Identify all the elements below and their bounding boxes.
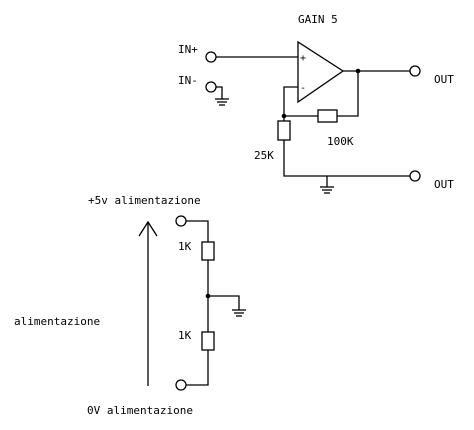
supply-bottom-wire xyxy=(186,350,209,386)
feedback-resistor-label: 100K xyxy=(327,135,354,148)
ground-out-label: OUT xyxy=(434,178,454,191)
supply-top-wire xyxy=(186,220,209,242)
ground-out-terminal[interactable] xyxy=(409,170,421,182)
in-minus-label: IN- xyxy=(178,74,198,87)
divider-ground-wire xyxy=(208,295,240,310)
ground-resistor-label: 25K xyxy=(254,149,274,162)
feedback-resistor xyxy=(317,109,338,123)
ground-icon-in-minus xyxy=(215,98,229,106)
inverting-input-wire xyxy=(283,86,298,116)
ground-resistor xyxy=(277,120,291,141)
supply-top-terminal[interactable] xyxy=(175,215,187,227)
amp-title: GAIN 5 xyxy=(298,13,338,26)
ground-icon-return xyxy=(320,186,334,194)
noninverting-sign: + xyxy=(300,53,306,64)
voltage-arrow-icon xyxy=(138,220,158,386)
divider-bottom-resistor-label: 1K xyxy=(178,329,192,342)
in-plus-terminal[interactable] xyxy=(205,51,217,63)
opamp-triangle xyxy=(297,40,345,104)
out-terminal[interactable] xyxy=(409,65,421,77)
divider-bottom-resistor xyxy=(201,331,215,351)
inverting-sign: - xyxy=(300,83,306,94)
in-minus-terminal[interactable] xyxy=(205,81,217,93)
in-plus-label: IN+ xyxy=(178,43,198,56)
ground-icon-divider xyxy=(232,309,246,317)
supply-bottom-terminal[interactable] xyxy=(175,379,187,391)
divider-top-resistor xyxy=(201,241,215,261)
divider-top-resistor-label: 1K xyxy=(178,240,192,253)
out-label: OUT xyxy=(434,73,454,86)
in-minus-ground-wire xyxy=(216,86,223,99)
supply-side-label: alimentazione xyxy=(14,315,100,328)
ground-return-wire xyxy=(283,140,410,177)
feedback-wire-right xyxy=(337,71,359,117)
supply-top-label: +5v alimentazione xyxy=(88,194,201,207)
supply-bottom-label: 0V alimentazione xyxy=(87,404,193,417)
